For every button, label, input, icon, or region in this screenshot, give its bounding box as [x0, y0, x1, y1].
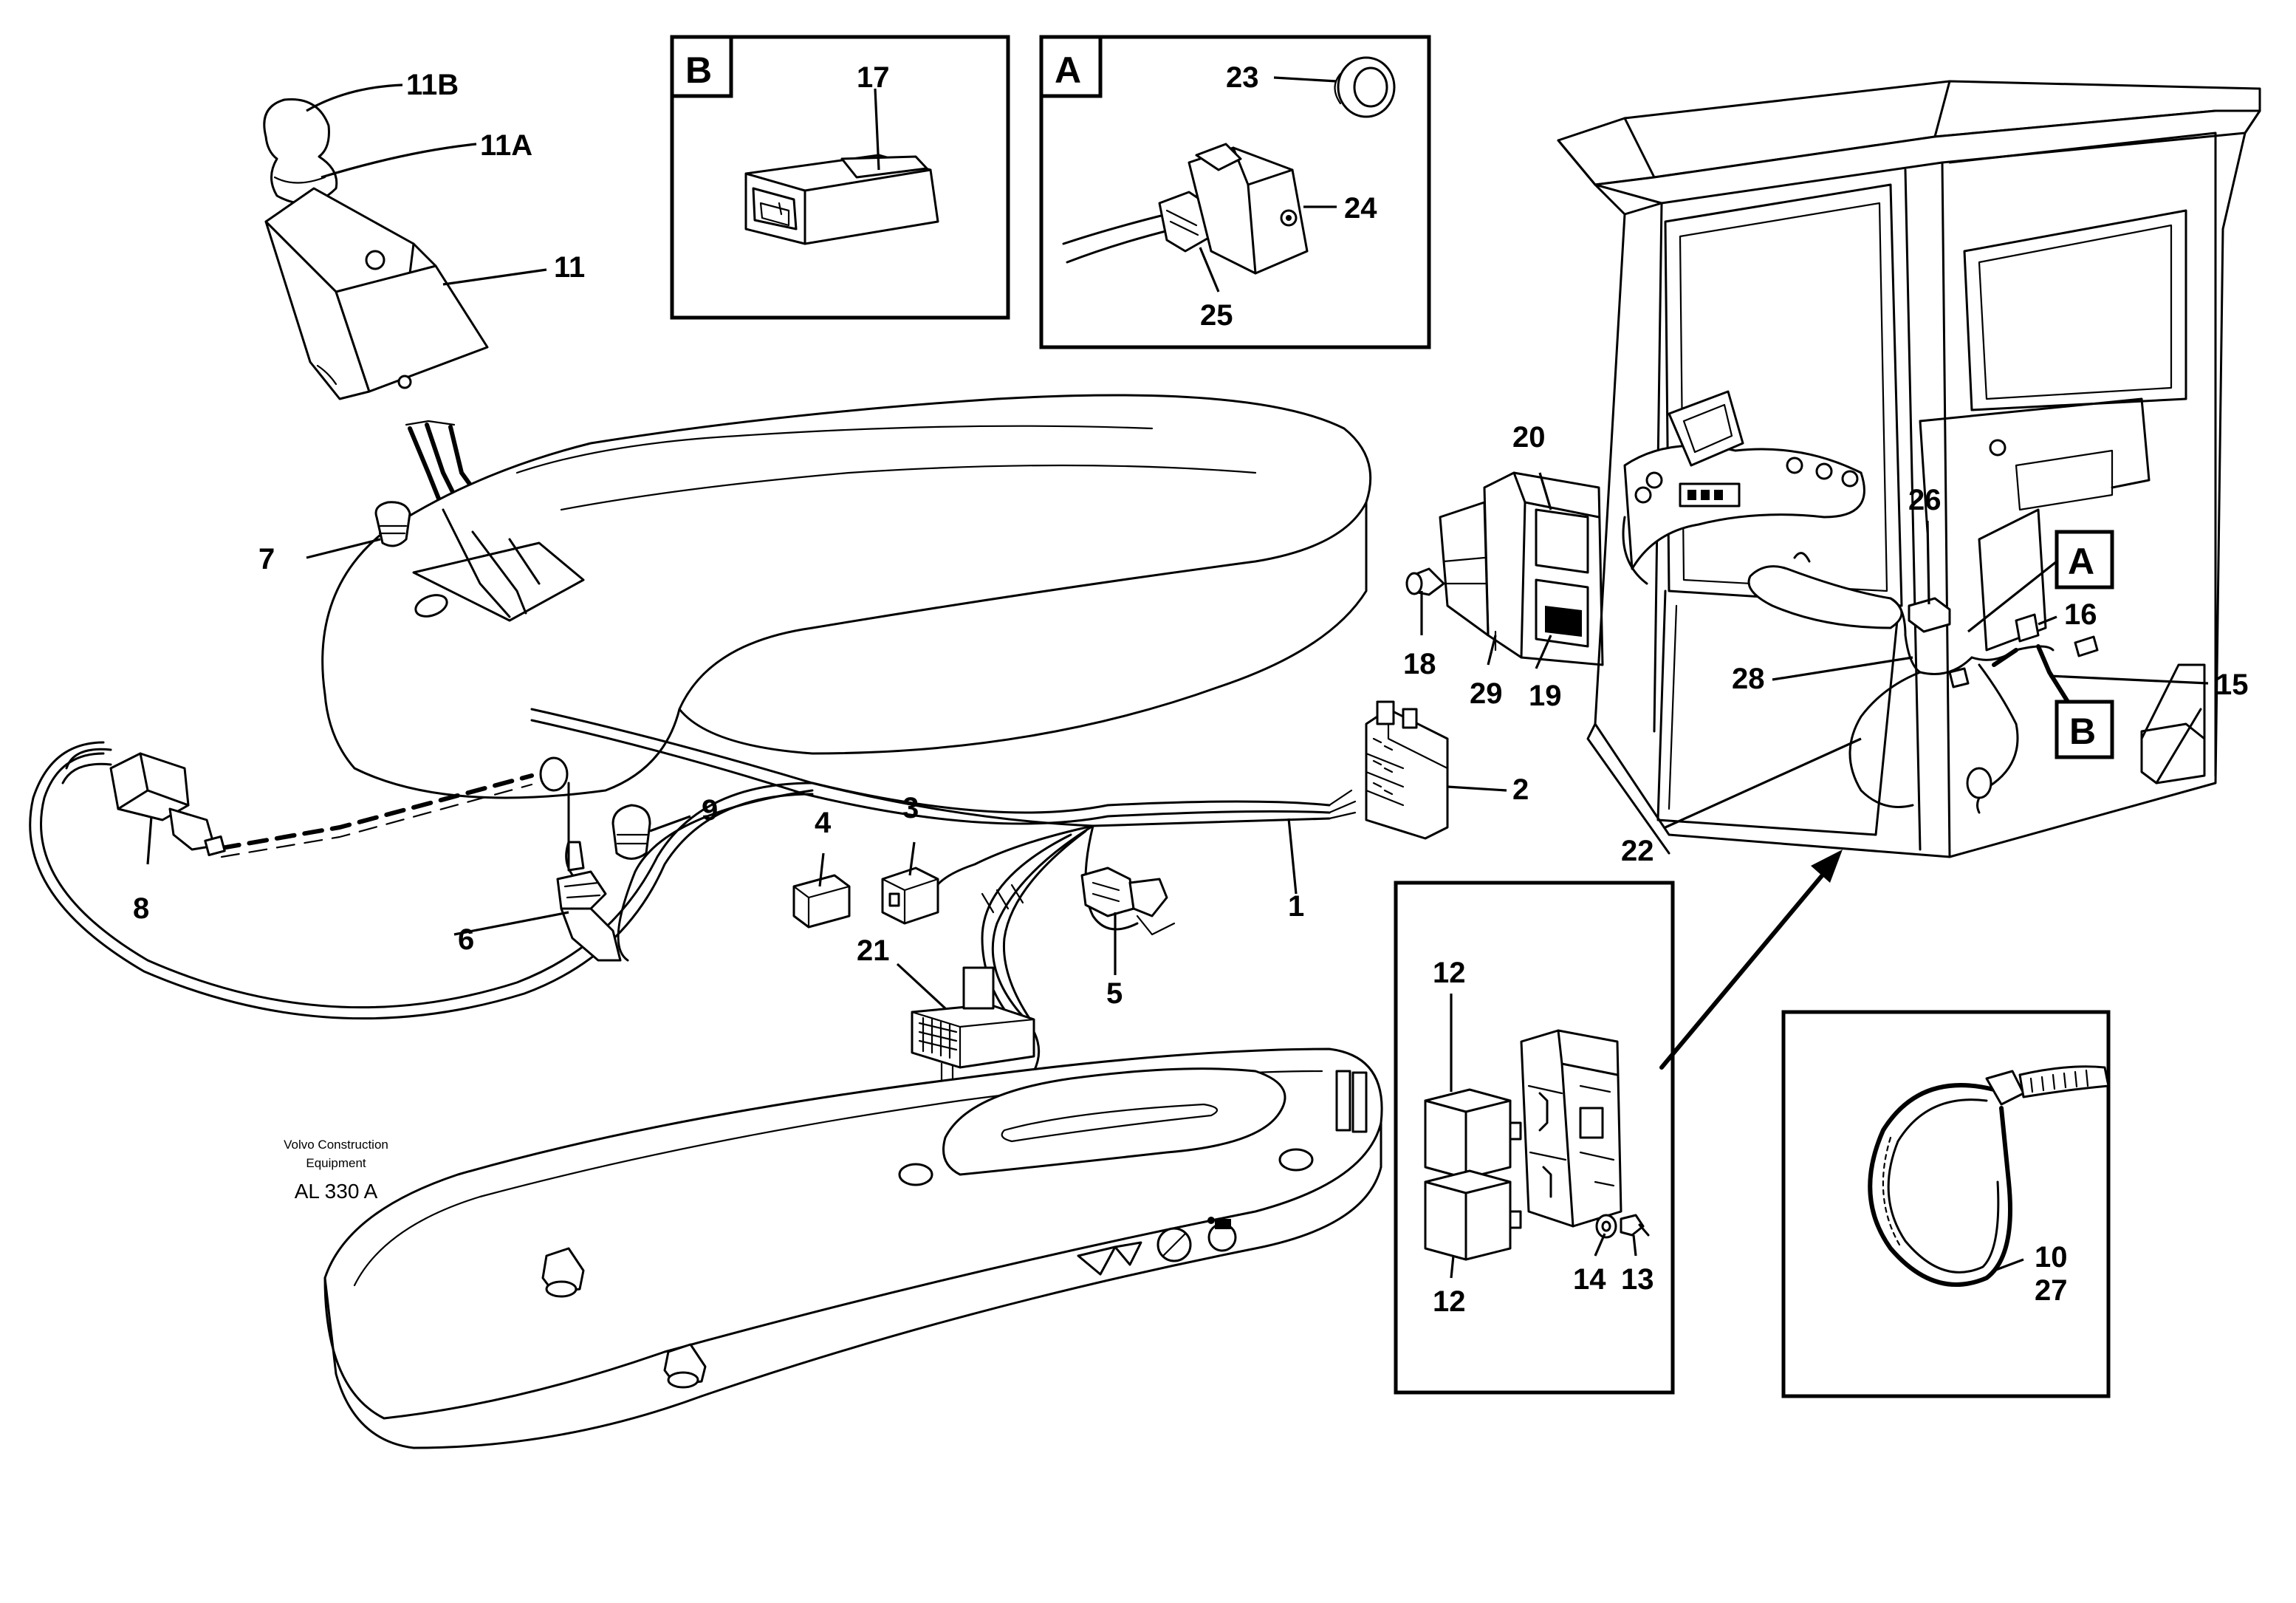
inset-cable-tie — [1781, 1010, 2111, 1398]
callout-7: 7 — [258, 543, 275, 575]
callout-12-top: 12 — [1433, 957, 1466, 989]
callout-22: 22 — [1621, 835, 1654, 867]
connector-21 — [911, 966, 1035, 1104]
callout-8: 8 — [133, 892, 149, 925]
callout-13: 13 — [1621, 1263, 1654, 1296]
callout-28: 28 — [1732, 663, 1765, 695]
credit-line-2: Equipment — [306, 1156, 366, 1170]
switch-8 — [61, 748, 226, 857]
inset-b-tag: B — [685, 49, 712, 91]
callout-9: 9 — [702, 794, 718, 827]
callout-6: 6 — [458, 923, 474, 956]
inset-relays — [1394, 881, 1675, 1395]
armrest-console — [321, 394, 1372, 799]
callout-10: 10 — [2035, 1241, 2068, 1274]
callout-15: 15 — [2216, 669, 2249, 701]
callout-3: 3 — [902, 792, 919, 824]
operator-cab — [1557, 80, 2261, 858]
callout-17: 17 — [857, 61, 890, 94]
inset-a-tag: A — [1055, 49, 1081, 91]
connector-2 — [1365, 700, 1449, 840]
drawing-code: AL 330 A — [295, 1180, 378, 1203]
callout-5: 5 — [1106, 977, 1123, 1010]
connector-4 — [792, 874, 851, 929]
console-tray — [323, 1047, 1383, 1449]
callout-12-bottom: 12 — [1433, 1285, 1466, 1318]
connector-3 — [881, 867, 939, 925]
control-lever — [263, 98, 512, 541]
callout-11A: 11A — [480, 129, 532, 162]
cab-tag-a: A — [2068, 541, 2094, 582]
leader-lines — [146, 76, 2209, 1279]
inset-a: A — [1039, 35, 1431, 349]
wiring-harness — [29, 708, 1357, 1073]
callout-26: 26 — [1908, 484, 1942, 516]
cab-tag-b: B — [2069, 711, 2096, 752]
connector-5 — [1080, 867, 1176, 936]
callout-1: 1 — [1288, 890, 1304, 923]
knob-9 — [611, 804, 651, 860]
callout-29: 29 — [1470, 677, 1503, 710]
callout-16: 16 — [2064, 598, 2097, 631]
cab-tag-b-box — [2055, 700, 2114, 759]
detail-pointer-arrow — [1659, 850, 1843, 1070]
switch-6 — [556, 841, 622, 962]
callout-4: 4 — [815, 807, 832, 839]
callout-23: 23 — [1226, 61, 1259, 94]
callout-2: 2 — [1512, 773, 1529, 806]
callout-19: 19 — [1529, 680, 1562, 712]
callout-11: 11 — [554, 251, 585, 284]
callout-24: 24 — [1344, 192, 1377, 225]
callout-27: 27 — [2035, 1274, 2068, 1307]
callout-14: 14 — [1573, 1263, 1606, 1296]
callout-11B: 11B — [406, 69, 459, 101]
credit-line-1: Volvo Construction — [284, 1138, 388, 1152]
rocker-switch-assembly — [1405, 471, 1604, 666]
callout-25: 25 — [1200, 299, 1233, 332]
inset-b: B — [670, 35, 1010, 320]
callout-18: 18 — [1403, 648, 1436, 680]
cab-tag-a-box — [2055, 530, 2114, 589]
callout-20: 20 — [1512, 421, 1546, 454]
callout-21: 21 — [857, 934, 890, 967]
